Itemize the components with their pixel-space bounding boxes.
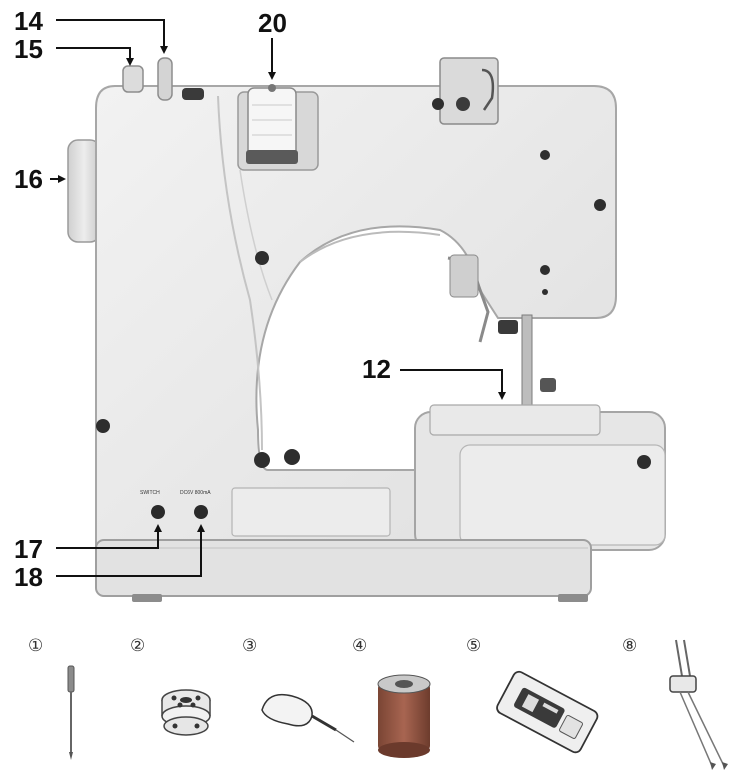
- needle-icon: [67, 665, 75, 760]
- callout-20: 20: [258, 8, 287, 38]
- accessory-2-number: ②: [130, 636, 145, 656]
- callout-17: 17: [14, 534, 43, 564]
- presser-foot-icon: [496, 670, 599, 754]
- thread-spool-icon: [377, 674, 431, 758]
- callouts: 14 15 20 16 12 17 18: [14, 6, 506, 592]
- callout-16: 16: [14, 164, 43, 194]
- top-thread-spool: [237, 84, 319, 171]
- power-jack[interactable]: [194, 505, 208, 519]
- foot-right: [558, 594, 588, 602]
- free-arm-front: [459, 444, 666, 546]
- accessory-5-number: ⑤: [466, 636, 481, 656]
- power-switch[interactable]: [151, 505, 165, 519]
- callout-15: 15: [14, 34, 43, 64]
- callout-18: 18: [14, 562, 43, 592]
- spool-pin: [157, 57, 173, 101]
- callout-14: 14: [14, 6, 43, 36]
- accessories-row: ① ② ③ ④: [28, 636, 728, 770]
- power-label: DC6V 800mA: [180, 490, 211, 496]
- sewing-machine: SWITCH DC6V 800mA: [67, 57, 666, 602]
- switch-label: SWITCH: [140, 490, 160, 496]
- bobbin-winder: [122, 65, 144, 93]
- accessory-door: [231, 487, 391, 537]
- accessory-8-number: ⑧: [622, 636, 637, 656]
- control-panel: SWITCH DC6V 800mA: [140, 490, 211, 519]
- callout-12-leader: [400, 369, 506, 400]
- thread-guide: [439, 57, 499, 125]
- bobbin-icon: [161, 689, 211, 736]
- needle-plate: [429, 404, 601, 436]
- accessory-4-number: ④: [352, 636, 367, 656]
- callout-14-leader: [56, 19, 168, 54]
- callout-18-leader: [56, 524, 205, 577]
- callout-12: 12: [362, 354, 391, 384]
- needle-threader-icon: [261, 693, 355, 743]
- accessory-1-number: ①: [28, 636, 43, 656]
- callout-17-leader: [56, 524, 162, 549]
- callout-15-leader: [56, 47, 134, 66]
- base-plate: [95, 539, 592, 597]
- twin-needle-icon: [669, 639, 728, 770]
- foot-left: [132, 594, 162, 602]
- screws: [96, 98, 651, 469]
- accessory-3-number: ③: [242, 636, 257, 656]
